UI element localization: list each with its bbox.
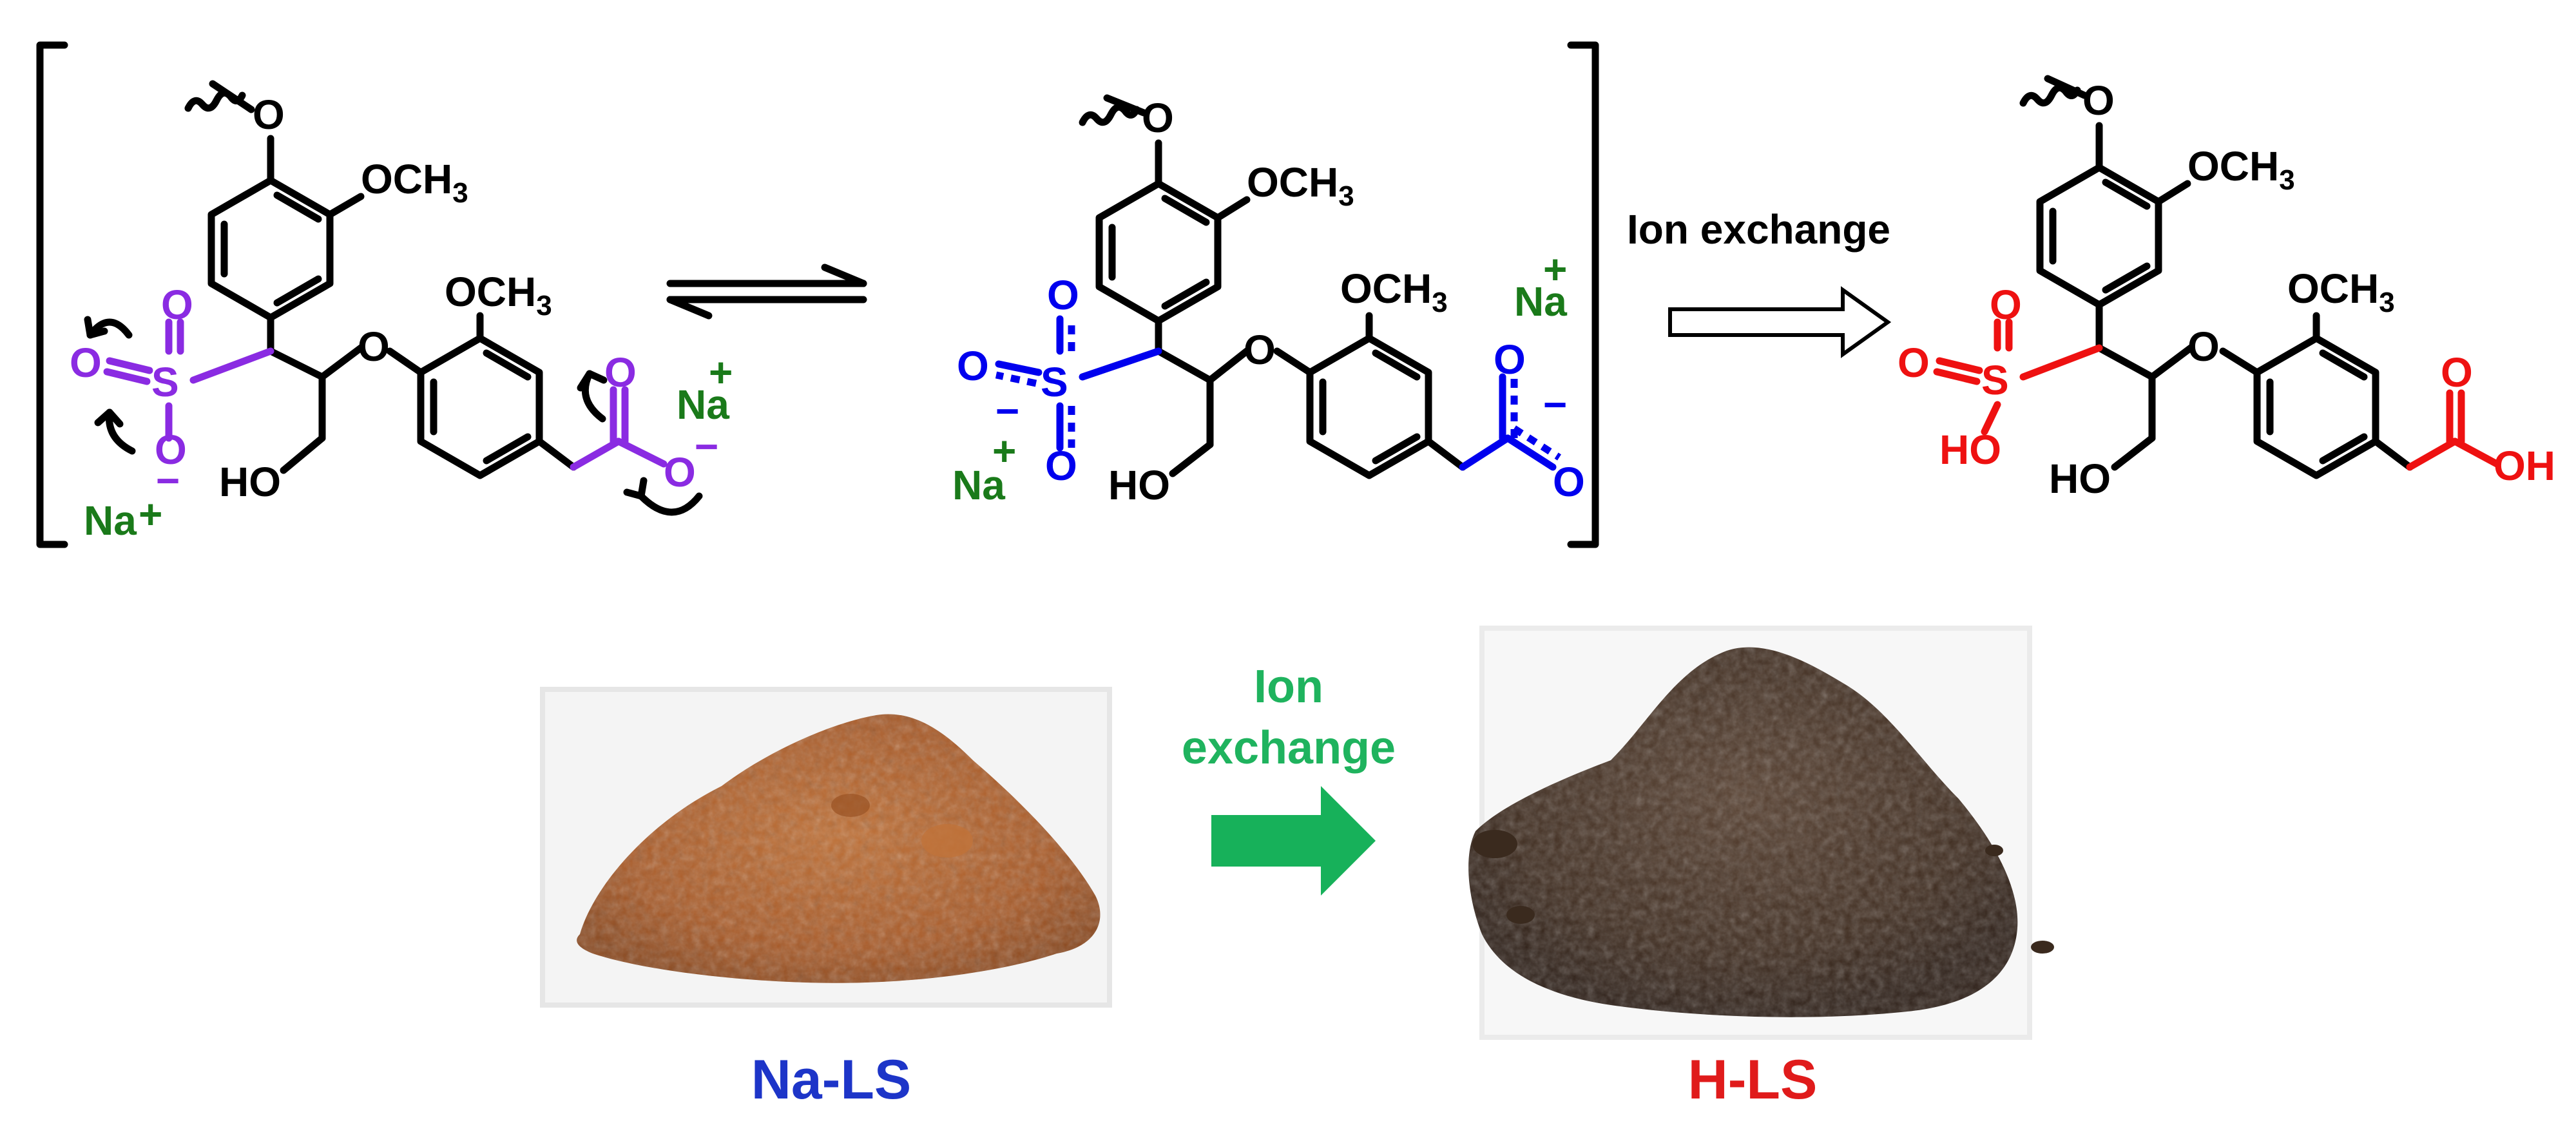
atom-o-c-top-2: O [1494, 336, 1526, 383]
photo-arrow-label-line1: Ion [1254, 661, 1323, 713]
charge-minus-c-2: − [1543, 381, 1567, 428]
charge-plus-na-2a: + [992, 428, 1016, 474]
equilibrium-arrows [666, 264, 867, 320]
sodium-2b: Na [1514, 278, 1567, 325]
atom-o-ether-3b: O [2187, 323, 2220, 370]
methoxy-1b: OCH3 [445, 269, 552, 321]
atom-o-s-left-1: O [70, 340, 102, 386]
na-ls-label: Na-LS [751, 1049, 911, 1111]
structure-h-ls: O OCH3 O HO S O O HO OCH3 [1898, 75, 2555, 502]
sodium-2a: Na [952, 462, 1005, 508]
atom-o-ether-2: O [358, 323, 390, 370]
h-ls-label: H-LS [1688, 1049, 1818, 1111]
atom-o-c-top-3: O [2441, 349, 2473, 396]
atom-o-ether-1: O [253, 91, 285, 138]
structure-resonance: O OCH3 O HO S O O O − Na + [952, 94, 1585, 508]
atom-o-s-left-2: O [957, 343, 989, 389]
atom-o-s-left-3: O [1898, 340, 1930, 386]
atom-s-2: S [1041, 359, 1068, 405]
atom-o-ether-3a: O [2082, 77, 2115, 124]
charge-plus-na-1b: + [709, 349, 733, 396]
charge-minus-s-1: − [156, 457, 180, 504]
atom-o-c-bottom-2: O [1553, 459, 1585, 505]
atom-s-3: S [1981, 357, 2009, 403]
photo-ion-exchange-arrow [1211, 786, 1376, 896]
carboxylic-oh-3: OH [2494, 443, 2555, 489]
hydroxymethyl-2: HO [1108, 462, 1170, 508]
methoxy-2b: OCH3 [1340, 265, 1448, 318]
left-bracket [36, 41, 68, 548]
atom-o-s-top-2: O [1047, 272, 1079, 318]
atom-o-ether-2a: O [1142, 95, 1174, 141]
atom-o-s-bottom-1: O [155, 427, 187, 473]
photo-h-ls [1468, 626, 2054, 1040]
sulfonic-oh-3: HO [1939, 427, 2001, 473]
open-reaction-arrow [1668, 286, 1892, 358]
atom-o-s-top-1: O [161, 282, 193, 328]
photo-na-ls [540, 687, 1112, 1008]
ion-exchange-label: Ion exchange [1627, 206, 1890, 253]
methoxy-1a: OCH3 [361, 156, 468, 209]
charge-plus-na-2b: + [1543, 246, 1567, 293]
hydroxymethyl-1: HO [219, 459, 281, 505]
atom-o-s-top-3: O [1990, 282, 2022, 328]
hydroxymethyl-3: HO [2049, 456, 2111, 502]
right-bracket [1567, 41, 1599, 548]
methoxy-2a: OCH3 [1247, 159, 1354, 212]
charge-plus-na-1a: + [139, 491, 162, 537]
atom-s-1: S [151, 359, 179, 405]
atom-o-c-top-1: O [604, 349, 637, 396]
structure-na-ls: O OCH3 O HO S O O O − Na + [70, 80, 733, 544]
atom-o-ether-2b: O [1244, 327, 1276, 373]
methoxy-3a: OCH3 [2187, 143, 2295, 196]
atom-o-c-bottom-1: O [664, 449, 696, 495]
sodium-1b: Na [677, 381, 729, 428]
curly-arrow-4 [637, 492, 703, 516]
methoxy-3b: OCH3 [2287, 265, 2395, 318]
atom-o-s-bottom-2: O [1045, 443, 1077, 489]
photo-arrow-label-line2: exchange [1182, 722, 1396, 774]
charge-minus-s-2: − [995, 388, 1019, 434]
charge-minus-c-1: − [695, 423, 718, 470]
sodium-1a: Na [84, 497, 137, 544]
